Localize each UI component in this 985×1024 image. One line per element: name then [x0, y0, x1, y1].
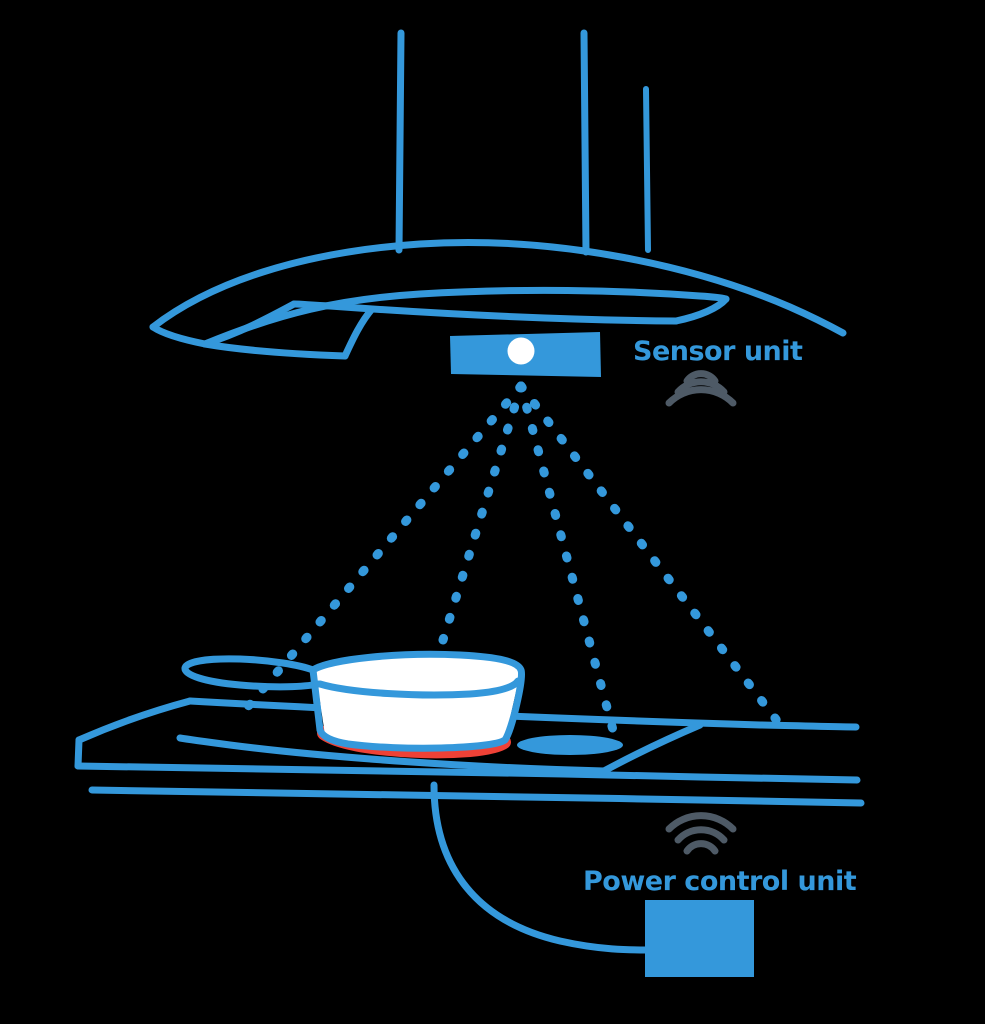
pan-outline — [309, 650, 525, 752]
cooktop-right-diagonal — [600, 721, 704, 775]
hood-canopy-outline — [149, 239, 847, 337]
sensor-lens-icon — [507, 337, 535, 365]
signal-arc-sensor-inner — [683, 370, 719, 385]
wireless-signal-sensor-icon — [665, 370, 737, 407]
frying-pan-group — [181, 650, 525, 752]
sensor-beam-2 — [438, 381, 526, 645]
signal-arc-sensor-outer — [665, 386, 737, 407]
power-control-unit-label: Power control unit — [583, 866, 857, 897]
wireless-signal-power-icon — [665, 812, 737, 855]
chimney-pipe-center-icon — [580, 29, 590, 256]
pan-body-fill — [315, 656, 521, 747]
hood-inner-rim-right — [672, 295, 730, 325]
hood-inner-rim — [201, 286, 730, 348]
cooktop-front-top-line — [74, 762, 861, 784]
sensor-beam-4 — [516, 381, 783, 727]
cooktop-front-bottom-line — [88, 786, 865, 807]
cooktop-group — [74, 697, 865, 807]
signal-arc-power-outer — [665, 812, 737, 833]
cooktop-left-edge — [75, 697, 194, 744]
chimney-pipes-group — [395, 29, 651, 256]
hood-front-flap-lower — [201, 340, 349, 360]
hood-left-tip — [149, 323, 209, 348]
power-control-unit-box[interactable] — [645, 900, 754, 977]
cooktop-burner-secondary — [517, 735, 623, 755]
signal-arc-power-middle — [674, 826, 728, 844]
sensor-beams-group — [240, 381, 783, 735]
sensor-beam-3 — [516, 381, 618, 735]
range-hood-group — [149, 239, 847, 360]
hood-front-flap — [201, 300, 298, 348]
power-cable — [430, 781, 650, 954]
chimney-pipe-right-icon — [643, 86, 651, 253]
signal-arc-power-inner — [683, 840, 719, 855]
pan-inner-rim — [316, 677, 522, 699]
cooktop-surface-line — [176, 734, 608, 775]
sensor-unit-label: Sensor unit — [633, 336, 803, 367]
sensor-beam-1 — [240, 381, 526, 715]
cooktop-back-edge — [186, 697, 860, 731]
pan-handle — [181, 655, 322, 691]
hood-front-flap-edge — [341, 305, 376, 360]
cooktop-left-thickness — [74, 736, 83, 770]
chimney-pipe-left-icon — [395, 29, 405, 254]
signal-arc-sensor-middle — [674, 378, 728, 396]
sensor-unit-module[interactable] — [450, 332, 601, 377]
hood-intake-plate — [290, 300, 680, 325]
